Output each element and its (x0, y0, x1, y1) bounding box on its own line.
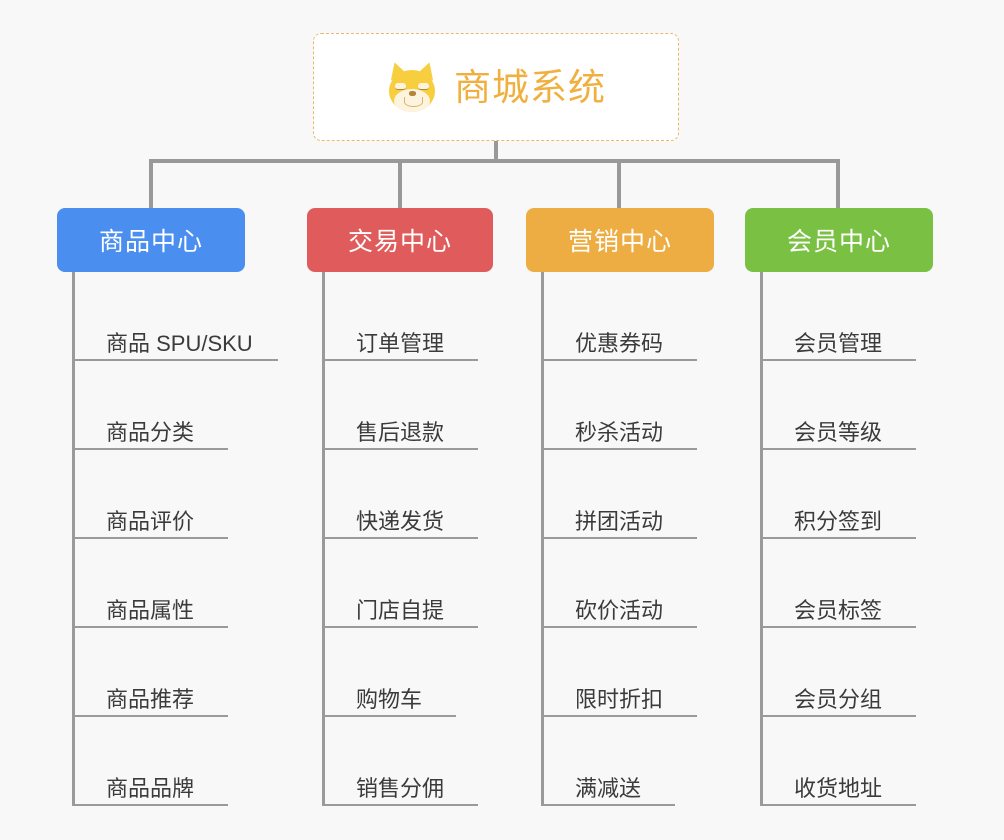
item-label: 满减送 (575, 776, 642, 801)
item-label: 砍价活动 (575, 598, 664, 623)
category-label-1: 商品中心 (98, 228, 203, 256)
list-item[interactable]: 商品 SPU/SKU (73, 272, 278, 361)
item-label: 售后退款 (356, 420, 445, 445)
connector-drop-1 (149, 159, 153, 208)
item-label: 订单管理 (356, 331, 445, 356)
item-label: 商品 SPU/SKU (106, 331, 253, 356)
connector-horizontal-bar (150, 159, 840, 163)
branch-column-2: 交易中心 订单管理 售后退款 快递发货 门店自提 购物车 (307, 208, 493, 806)
item-label: 收货地址 (794, 776, 883, 801)
list-item[interactable]: 商品属性 (73, 539, 253, 628)
item-list-2: 订单管理 售后退款 快递发货 门店自提 购物车 销售分佣 (307, 272, 493, 806)
branch-column-3: 营销中心 优惠券码 秒杀活动 拼团活动 砍价活动 限时折扣 (526, 208, 714, 806)
category-box-4[interactable]: 会员中心 (745, 208, 933, 272)
category-label-2: 交易中心 (347, 228, 452, 256)
root-node-shopping-mall-system[interactable]: 商城系统 (313, 33, 679, 141)
item-label: 商品属性 (106, 598, 195, 623)
item-list-1: 商品 SPU/SKU 商品分类 商品评价 商品属性 商品推荐 商品品牌 (57, 272, 278, 806)
list-item[interactable]: 门店自提 (323, 539, 493, 628)
category-box-2[interactable]: 交易中心 (307, 208, 493, 272)
category-label-4: 会员中心 (786, 228, 891, 256)
item-list-3: 优惠券码 秒杀活动 拼团活动 砍价活动 限时折扣 满减送 (526, 272, 714, 806)
list-item[interactable]: 满减送 (542, 717, 714, 806)
list-item[interactable]: 会员管理 (761, 272, 933, 361)
item-label: 优惠券码 (575, 331, 664, 356)
branch-column-1: 商品中心 商品 SPU/SKU 商品分类 商品评价 商品属性 商品推荐 (57, 208, 278, 806)
item-label: 会员等级 (794, 420, 883, 445)
list-item[interactable]: 订单管理 (323, 272, 493, 361)
list-item[interactable]: 销售分佣 (323, 717, 493, 806)
list-item[interactable]: 商品推荐 (73, 628, 253, 717)
item-rail-1 (72, 272, 75, 806)
list-item[interactable]: 优惠券码 (542, 272, 714, 361)
branch-column-4: 会员中心 会员管理 会员等级 积分签到 会员标签 会员分组 (745, 208, 933, 806)
list-item[interactable]: 售后退款 (323, 361, 493, 450)
list-item[interactable]: 会员等级 (761, 361, 933, 450)
list-item[interactable]: 积分签到 (761, 450, 933, 539)
item-label: 会员标签 (794, 598, 883, 623)
category-box-3[interactable]: 营销中心 (526, 208, 714, 272)
list-item[interactable]: 限时折扣 (542, 628, 714, 717)
list-item[interactable]: 砍价活动 (542, 539, 714, 628)
list-item[interactable]: 商品分类 (73, 361, 253, 450)
connector-root-stem (494, 141, 498, 163)
item-label: 会员管理 (794, 331, 883, 356)
list-item[interactable]: 快递发货 (323, 450, 493, 539)
connector-drop-2 (398, 159, 402, 208)
item-label: 拼团活动 (575, 509, 664, 534)
item-label: 秒杀活动 (575, 420, 664, 445)
list-item[interactable]: 商品评价 (73, 450, 253, 539)
item-label: 积分签到 (794, 509, 883, 534)
list-item[interactable]: 拼团活动 (542, 450, 714, 539)
connector-drop-4 (836, 159, 840, 208)
item-list-4: 会员管理 会员等级 积分签到 会员标签 会员分组 收货地址 (745, 272, 933, 806)
item-label: 商品推荐 (106, 687, 195, 712)
list-item[interactable]: 收货地址 (761, 717, 933, 806)
list-item[interactable]: 会员分组 (761, 628, 933, 717)
item-label: 商品分类 (106, 420, 195, 445)
item-label: 购物车 (356, 687, 423, 712)
item-label: 快递发货 (356, 509, 445, 534)
list-item[interactable]: 购物车 (323, 628, 493, 717)
item-label: 商品品牌 (106, 776, 195, 801)
list-item[interactable]: 秒杀活动 (542, 361, 714, 450)
list-item[interactable]: 会员标签 (761, 539, 933, 628)
item-label: 限时折扣 (575, 687, 664, 712)
category-label-3: 营销中心 (567, 228, 672, 256)
item-rail-2 (322, 272, 325, 806)
item-label: 商品评价 (106, 509, 195, 534)
root-node-title: 商城系统 (454, 66, 606, 108)
list-item[interactable]: 商品品牌 (73, 717, 253, 806)
item-label: 销售分佣 (356, 776, 445, 801)
item-label: 会员分组 (794, 687, 883, 712)
item-rail-3 (541, 272, 544, 806)
shiba-dog-icon (385, 59, 439, 112)
connector-drop-3 (617, 159, 621, 208)
category-box-1[interactable]: 商品中心 (57, 208, 245, 272)
item-label: 门店自提 (356, 598, 445, 623)
item-rail-4 (760, 272, 763, 806)
